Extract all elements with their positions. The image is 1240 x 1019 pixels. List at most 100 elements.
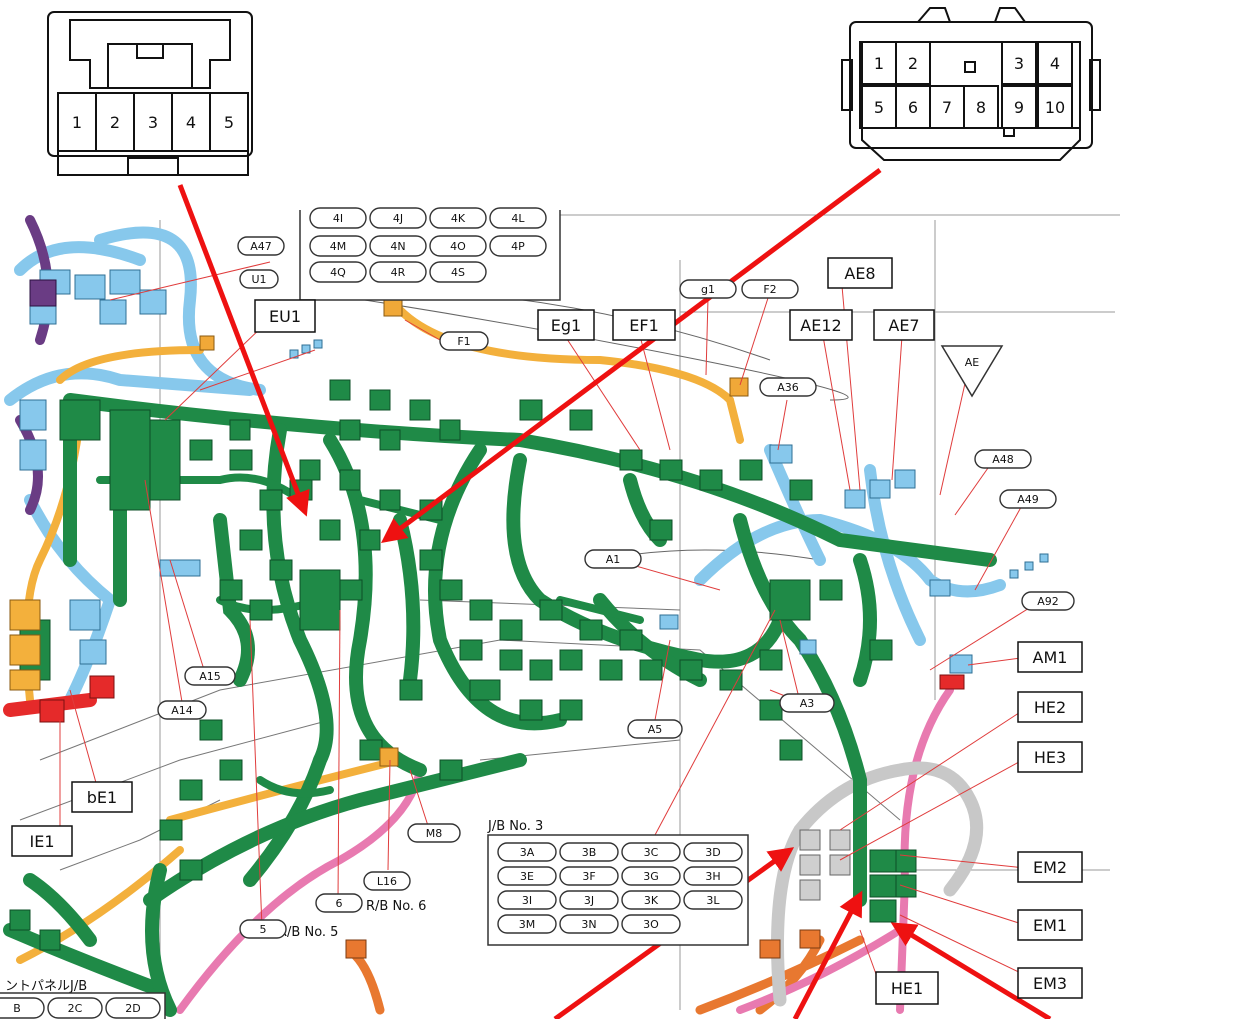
pill-label: A14 [157,700,207,720]
pill-label: 3M [497,914,557,934]
pill-label-text: 3J [584,894,594,907]
pill-label-text: L16 [377,875,397,888]
pin-cell [895,41,931,85]
pin-cell [1037,41,1073,85]
boxed-label-text: EF1 [629,316,659,335]
pill-label-text: 4L [511,212,525,225]
pill-label-text: 4P [511,240,525,253]
pill-label: F2 [741,279,799,299]
pill-label: 4O [429,235,487,257]
pill-label: 4I [309,207,367,229]
pill-label-text: 3I [522,894,532,907]
pill-label: U1 [239,269,279,289]
pin-number: 4 [186,113,196,132]
boxed-label: AM1 [1017,641,1083,673]
pin-cell [209,92,249,152]
boxed-label: HE1 [875,971,939,1005]
ae-triangle-label: AE [965,356,980,369]
pin-number: 10 [1045,98,1065,117]
pill-label: M8 [407,823,461,843]
pill-label: 4R [369,261,427,283]
harness-wires [3,215,1006,1017]
boxed-label: Eg1 [537,309,595,341]
pin-number: 3 [148,113,158,132]
boxed-label: IE1 [11,825,73,857]
pill-label-text: B [13,1002,21,1015]
boxed-label: HE3 [1017,741,1083,773]
pill-label-text: 4R [391,266,406,279]
boxed-label: AE7 [873,309,935,341]
pill-label: 3F [559,866,619,886]
pin-number: 2 [110,113,120,132]
callout-lines [59,261,1043,986]
pill-label: 3K [621,890,681,910]
ae-triangle: AE [940,345,1004,398]
pill-label: A3 [779,693,835,713]
pill-label: A47 [237,236,285,256]
pill-label-text: g1 [701,283,715,296]
boxed-label-text: AM1 [1033,648,1068,667]
pin-number: 7 [942,98,952,117]
pill-label: 3D [683,842,743,862]
pill-label: 4M [309,235,367,257]
pin-cell [1001,41,1037,85]
pill-label-text: 3L [706,894,720,907]
boxed-label-text: Eg1 [551,316,581,335]
pill-label-text: 4K [451,212,466,225]
boxed-label-text: EU1 [269,307,301,326]
pill-label: 4Q [309,261,367,283]
pill-label: 4J [369,207,427,229]
pill-label-text: A48 [992,453,1014,466]
boxed-label-text: EM3 [1033,974,1067,993]
pill-label-text: U1 [251,273,266,286]
pill-label-text: A3 [800,697,815,710]
pill-label-text: 3C [644,846,659,859]
pill-label-text: 3O [643,918,659,931]
pill-label-text: A1 [606,553,621,566]
boxed-label: HE2 [1017,691,1083,723]
pill-label-text: A92 [1037,595,1059,608]
boxed-label: EM2 [1017,851,1083,883]
pill-label: g1 [679,279,737,299]
boxed-label-text: AE8 [844,264,875,283]
pill-label-text: 3F [582,870,595,883]
pin-cell [1001,85,1037,129]
pill-label-text: 3K [644,894,659,907]
pin-number: 3 [1014,54,1024,73]
pill-label-text: 3G [643,870,659,883]
pin-number: 1 [874,54,884,73]
boxed-label: bE1 [71,781,133,813]
pill-label-text: A47 [250,240,272,253]
pill-label: 3O [621,914,681,934]
pill-label: 4K [429,207,487,229]
pill-label: A92 [1021,591,1075,611]
pill-label: 3B [559,842,619,862]
pill-label: A15 [184,666,236,686]
pill-label: 4N [369,235,427,257]
pin-number: 5 [224,113,234,132]
pill-label: 3N [559,914,619,934]
rb-labels: R/B No. 6 R/B No. 5 [278,899,426,940]
pill-label: 4L [489,207,547,229]
pill-label-text: F1 [457,335,470,348]
pointer-arrows [177,167,1052,1019]
boxed-label-text: bE1 [87,788,117,807]
boxed-label-text: HE1 [891,979,923,998]
pill-label: A5 [627,719,683,739]
boxed-label-text: HE2 [1034,698,1066,717]
boxed-label: EU1 [254,299,316,333]
rb6-label: R/B No. 6 [366,899,426,914]
pill-label: A36 [759,377,817,397]
pill-label: A1 [584,549,642,569]
pill-label-text: M8 [426,827,443,840]
connector-blocks [9,269,1049,959]
pill-label-text: 3H [705,870,720,883]
boxed-label-text: EM1 [1033,916,1067,935]
boxed-label-text: AE12 [800,316,841,335]
